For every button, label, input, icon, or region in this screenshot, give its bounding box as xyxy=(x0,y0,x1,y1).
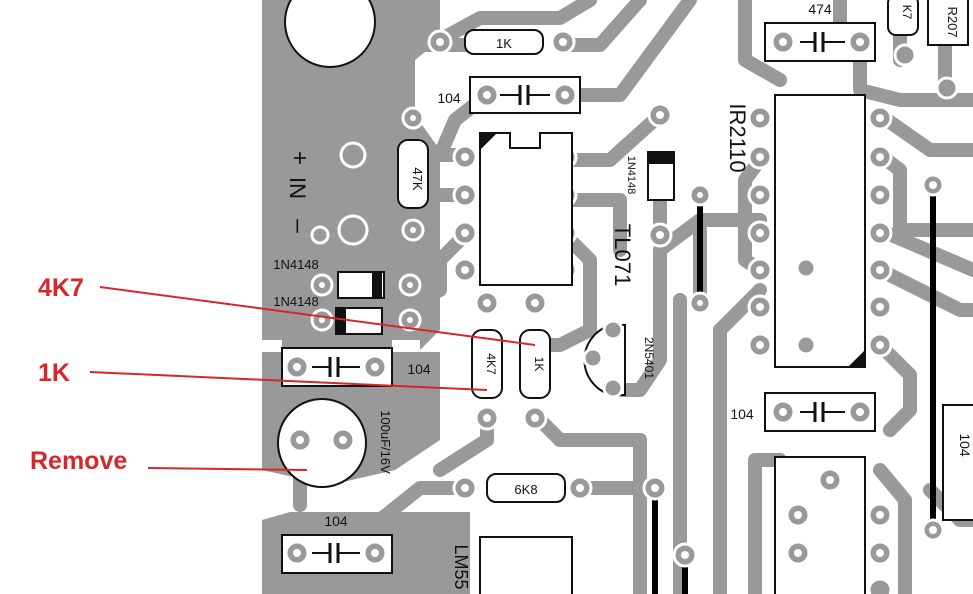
ir2110-pin1-marker xyxy=(848,350,865,367)
trace xyxy=(433,0,597,47)
component-labels: 1K 104 47K 1N4148 IR2110 TL071 474 K7 R2… xyxy=(273,1,973,590)
capacitor-symbol xyxy=(500,85,550,105)
label-c-104-top: 104 xyxy=(437,90,461,106)
trace xyxy=(528,408,647,447)
trace xyxy=(873,263,973,317)
label-c-104-edge: 104 xyxy=(957,433,973,457)
trace xyxy=(373,481,472,527)
trace xyxy=(558,0,697,102)
symbol-details xyxy=(312,8,865,563)
label-r-6k8: 6K8 xyxy=(514,482,537,497)
annotation-label-4k7: 4K7 xyxy=(38,274,84,302)
label-in: IN xyxy=(285,177,310,199)
label-c-100uf: 100uF/16V xyxy=(378,410,393,474)
trace xyxy=(738,0,787,87)
ic-lower-right-body xyxy=(774,456,866,594)
resistor-47k-body xyxy=(397,139,429,209)
label-ic-lm555: LM55 xyxy=(451,544,471,589)
ground-pour xyxy=(262,0,440,352)
tl071-pin1-marker xyxy=(480,133,497,150)
label-d2-1n4148: 1N4148 xyxy=(273,294,319,309)
label-in-plus: + xyxy=(286,151,313,165)
label-r-4k7: 4K7 xyxy=(484,353,498,375)
trace xyxy=(873,223,973,277)
annotation-line-remove xyxy=(147,467,308,471)
cap-100uf-neg-mark xyxy=(325,428,329,456)
label-c-104-left: 104 xyxy=(407,361,431,377)
trace xyxy=(873,338,917,437)
trace xyxy=(748,453,787,594)
annotation-layer: 4K7 1K Remove xyxy=(30,274,536,475)
trace xyxy=(608,213,767,397)
trace xyxy=(558,108,667,167)
label-r-k7: K7 xyxy=(900,5,914,20)
label-r-r207: R207 xyxy=(945,6,960,37)
capacitor-symbol xyxy=(312,357,360,377)
capacitor-top-outline xyxy=(284,0,376,68)
cap-top-mark xyxy=(318,15,344,19)
annotation-line-1k xyxy=(89,371,488,391)
label-c-104-right: 104 xyxy=(730,406,754,422)
trace xyxy=(873,463,912,594)
annotation-line-4k7 xyxy=(99,286,536,346)
ic-tl071-body xyxy=(479,132,573,286)
label-in-minus: – xyxy=(285,219,312,233)
capacitor-symbol xyxy=(800,32,845,52)
label-ic-tl071: TL071 xyxy=(610,224,635,286)
label-r-47k: 47K xyxy=(410,167,425,190)
label-d-1n4148-right: 1N4148 xyxy=(625,156,637,195)
diode1-band xyxy=(372,272,382,298)
resistor-r207-body xyxy=(927,0,969,46)
edge-component-body xyxy=(942,404,973,521)
resistor-4k7-body xyxy=(471,329,503,399)
ic-lm555-body xyxy=(479,536,573,594)
trace xyxy=(533,228,597,352)
resistor-6k8-body xyxy=(486,473,566,503)
annotation-label-1k: 1K xyxy=(38,359,70,387)
trace xyxy=(558,193,627,257)
capacitor-symbol xyxy=(800,402,845,422)
capacitor-symbol xyxy=(312,543,360,563)
label-c-474: 474 xyxy=(808,1,832,17)
label-r-1k-mid: 1K xyxy=(532,357,546,372)
pads-over-holes xyxy=(293,38,864,557)
label-q-2n5401: 2N5401 xyxy=(642,337,656,379)
diode-right-band xyxy=(648,152,674,164)
ic-ir2110-body xyxy=(774,94,866,368)
trace xyxy=(873,108,973,157)
trace xyxy=(558,0,647,52)
cap-100uf-neg-mark xyxy=(318,428,322,456)
trace xyxy=(413,228,472,307)
label-ic-ir2110: IR2110 xyxy=(725,103,750,172)
resistor-1k-top-body xyxy=(464,29,544,55)
label-d1-1n4148: 1N4148 xyxy=(273,257,319,272)
diode2-band xyxy=(336,308,346,334)
resistor-1k-mid-body xyxy=(519,329,551,399)
annotation-label-remove: Remove xyxy=(30,447,127,475)
label-c-104-bottom: 104 xyxy=(324,513,348,529)
cap-top-mark xyxy=(318,8,344,12)
resistor-k7-body xyxy=(887,0,919,36)
label-r-1k-top: 1K xyxy=(496,36,512,51)
